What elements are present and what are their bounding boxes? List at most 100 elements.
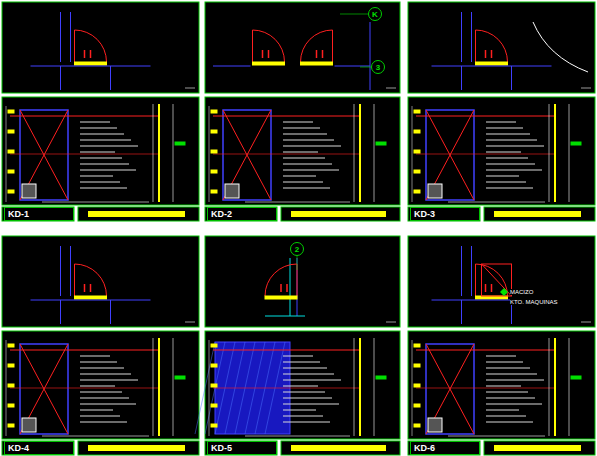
drawing-stroke <box>31 300 151 301</box>
drawing-stroke <box>283 368 327 369</box>
drawing-stroke <box>408 2 595 93</box>
drawing-stroke <box>80 182 120 183</box>
drawing-stroke <box>283 416 323 417</box>
drawing-stroke <box>408 207 480 221</box>
drawing-stroke <box>281 441 400 455</box>
drawing-stroke <box>80 122 110 123</box>
drawing-stroke <box>211 364 217 367</box>
drawing-stroke <box>486 380 544 381</box>
drawing-stroke <box>461 300 462 324</box>
drawing-stroke <box>205 441 277 455</box>
drawing-stroke <box>80 176 113 177</box>
drawing-stroke <box>211 150 217 153</box>
drawing-stroke <box>2 97 199 205</box>
drawing-stroke <box>205 331 400 439</box>
drawing-stroke <box>211 344 217 347</box>
drawing-stroke <box>90 50 92 58</box>
drawing-stroke <box>211 404 217 407</box>
drawing-stroke <box>8 130 14 133</box>
drawing-stroke <box>414 190 420 193</box>
drawing-stroke <box>486 152 521 153</box>
drawing-stroke <box>416 116 555 117</box>
drawing-stroke <box>80 416 120 417</box>
drawing-stroke <box>426 110 474 200</box>
drawing-stroke <box>461 246 462 296</box>
drawing-stroke <box>376 142 386 145</box>
drawing-stroke <box>205 97 400 205</box>
drawing-stroke <box>426 344 474 434</box>
drawing-stroke <box>283 386 318 387</box>
drawing-stroke <box>22 418 36 432</box>
detail-title: KD-6 <box>410 441 480 455</box>
drawing-stroke <box>486 416 526 417</box>
drawing-stroke <box>205 2 400 93</box>
drawing-stroke <box>10 350 159 351</box>
drawing-stroke <box>173 338 174 436</box>
drawing-stroke <box>428 184 442 198</box>
drawing-stroke <box>283 182 323 183</box>
drawing-stroke <box>213 66 251 67</box>
drawing-stroke <box>211 424 217 427</box>
drawing-stroke <box>80 158 122 159</box>
drawing-stroke <box>153 104 154 202</box>
detail-code: KD-4 <box>8 443 29 453</box>
drawing-stroke <box>374 104 375 202</box>
drawing-stroke <box>283 164 332 165</box>
drawing-stroke <box>461 66 462 90</box>
drawing-stroke <box>414 364 420 367</box>
drawing-stroke <box>408 236 595 327</box>
drawing-stroke <box>360 67 371 68</box>
title-bar <box>494 211 581 217</box>
drawing-stroke <box>486 386 521 387</box>
drawing-stroke <box>283 362 320 363</box>
drawing-stroke <box>354 104 355 202</box>
drawing-stroke <box>20 344 68 434</box>
drawing-stroke <box>213 154 360 155</box>
drawing-stroke <box>75 264 107 296</box>
drawing-stroke <box>486 422 533 423</box>
drawing-stroke <box>2 441 74 455</box>
drawing-stroke <box>80 134 124 135</box>
drawing-stroke <box>283 356 313 357</box>
drawing-stroke <box>316 50 318 58</box>
drawing-stroke <box>581 88 591 89</box>
drawing-stroke <box>175 376 185 379</box>
drawing-stroke <box>484 441 595 455</box>
drawing-stroke <box>486 134 530 135</box>
drawing-stroke <box>485 284 487 292</box>
detail-code: KD-2 <box>211 209 232 219</box>
drawing-stroke <box>80 398 129 399</box>
drawing-stroke <box>428 418 442 432</box>
drawing-stroke <box>185 88 195 89</box>
drawing-stroke <box>448 202 545 203</box>
drawing-stroke <box>482 264 512 296</box>
detail-title: KD-1 <box>4 207 74 221</box>
drawing-stroke <box>370 22 371 90</box>
title-bar <box>291 445 386 451</box>
drawing-stroke <box>386 88 396 89</box>
detail-code: KD-5 <box>211 443 232 453</box>
drawing-stroke <box>80 164 129 165</box>
drawing-stroke <box>175 142 185 145</box>
room-note: KTO. MAQUINAS <box>510 299 558 305</box>
drawing-stroke <box>8 110 14 113</box>
drawing-stroke <box>205 236 400 327</box>
drawing-stroke <box>374 338 375 436</box>
drawing-stroke <box>283 422 330 423</box>
drawing-stroke <box>571 142 581 145</box>
callout-number: 3 <box>376 63 380 72</box>
drawing-stroke <box>60 300 61 324</box>
drawing-stroke <box>80 368 124 369</box>
title-bar <box>291 211 386 217</box>
drawing-stroke <box>283 128 320 129</box>
drawing-stroke <box>416 350 555 351</box>
drawing-stroke <box>20 110 68 200</box>
drawing-stroke <box>211 190 217 193</box>
drawing-stroke <box>581 322 591 323</box>
drawing-stroke <box>8 170 14 173</box>
drawing-stroke <box>486 362 523 363</box>
drawing-stroke <box>60 66 61 90</box>
drawing-stroke <box>283 140 334 141</box>
